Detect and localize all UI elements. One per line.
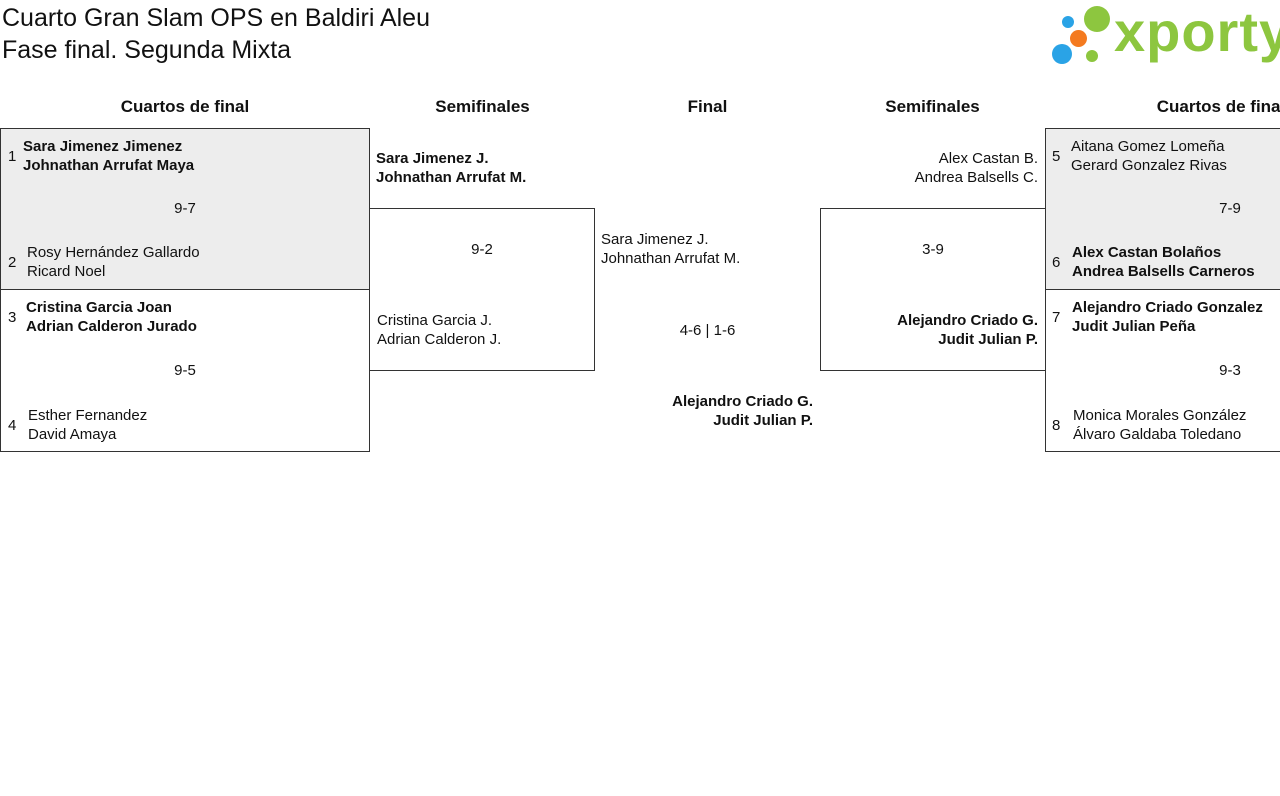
player-name: Judit Julian P. [938, 331, 1038, 348]
seed-number: 8 [1052, 417, 1061, 434]
page-subtitle: Fase final. Segunda Mixta [2, 36, 292, 64]
pair-qf4-bottom: Monica Morales González Álvaro Galdaba T… [1073, 406, 1246, 444]
match-box-sf-left: 9-2 Cristina Garcia J. Adrian Calderon J… [369, 208, 595, 371]
column-header-quarters-left: Cuartos de final [120, 97, 250, 116]
pair-qf1-top: Sara Jimenez Jimenez Johnathan Arrufat M… [23, 137, 194, 175]
player-name: Alex Castan B. [938, 150, 1038, 167]
player-name: David Amaya [28, 426, 117, 443]
logo-dot-green-small [1086, 50, 1098, 62]
pair-qf3-top: Aitana Gomez Lomeña Gerard Gonzalez Riva… [1071, 137, 1227, 175]
match-score: 9-5 [174, 362, 196, 379]
player-name: Alejandro Criado G. [897, 312, 1038, 329]
logo-dot-orange [1070, 30, 1087, 47]
player-name: Judit Julian Peña [1072, 318, 1196, 335]
pair-qf3-bottom: Alex Castan Bolaños Andrea Balsells Carn… [1072, 243, 1255, 281]
player-name: Esther Fernandez [28, 407, 148, 424]
match-score: 9-3 [1219, 362, 1241, 379]
logo-dot-blue-big [1052, 44, 1072, 64]
pair-qf2-top: Cristina Garcia Joan Adrian Calderon Jur… [26, 298, 197, 336]
match-score: 9-7 [174, 200, 196, 217]
player-name: Adrian Calderon J. [377, 331, 502, 348]
match-box-sf-right: 3-9 Alejandro Criado G. Judit Julian P. [820, 208, 1046, 371]
player-name: Cristina Garcia Joan [26, 299, 172, 316]
player-name: Johnathan Arrufat M. [601, 250, 741, 267]
pair-final-bottom: Alejandro Criado G. Judit Julian P. [595, 392, 813, 430]
logo-dot-green-big [1084, 6, 1110, 32]
match-box-qf1: 1 Sara Jimenez Jimenez Johnathan Arrufat… [0, 128, 370, 290]
match-box-qf4: 7 Alejandro Criado Gonzalez Judit Julian… [1045, 289, 1280, 452]
player-name: Rosy Hernández Gallardo [27, 244, 200, 261]
pair-sf-left-top: Sara Jimenez J. Johnathan Arrufat M. [376, 149, 526, 187]
column-header-final: Final [687, 97, 728, 116]
player-name: Gerard Gonzalez Rivas [1071, 157, 1227, 174]
column-header-quarters-right: Cuartos de final [1156, 97, 1280, 116]
column-header-semis-right: Semifinales [885, 97, 980, 116]
seed-number: 1 [8, 148, 17, 165]
pair-qf2-bottom: Esther Fernandez David Amaya [28, 406, 147, 444]
seed-number: 6 [1052, 254, 1061, 271]
pair-qf4-top: Alejandro Criado Gonzalez Judit Julian P… [1072, 298, 1263, 336]
match-box-qf3: 5 Aitana Gomez Lomeña Gerard Gonzalez Ri… [1045, 128, 1280, 290]
player-name: Alejandro Criado G. [672, 393, 813, 410]
seed-number: 3 [8, 309, 17, 326]
seed-number: 7 [1052, 309, 1061, 326]
logo-dot-blue-top [1062, 16, 1074, 28]
player-name: Alex Castan Bolaños [1072, 244, 1222, 261]
match-box-qf2: 3 Cristina Garcia Joan Adrian Calderon J… [0, 289, 370, 452]
player-name: Andrea Balsells Carneros [1072, 263, 1255, 280]
player-name: Sara Jimenez J. [376, 150, 489, 167]
player-name: Andrea Balsells C. [914, 169, 1038, 186]
column-header-semis-left: Semifinales [435, 97, 530, 116]
match-score: 9-2 [471, 241, 493, 258]
player-name: Monica Morales González [1073, 407, 1247, 424]
final-score: 4-6 | 1-6 [679, 322, 736, 339]
player-name: Johnathan Arrufat Maya [23, 157, 195, 174]
player-name: Adrian Calderon Jurado [26, 318, 197, 335]
pair-sf-right-top: Alex Castan B. Andrea Balsells C. [820, 149, 1038, 187]
seed-number: 4 [8, 417, 17, 434]
logo-text: xporty [1114, 0, 1280, 63]
player-name: Aitana Gomez Lomeña [1071, 138, 1225, 155]
page-title: Cuarto Gran Slam OPS en Baldiri Aleu [2, 4, 430, 32]
seed-number: 5 [1052, 148, 1061, 165]
player-name: Sara Jimenez J. [601, 231, 709, 248]
player-name: Ricard Noel [27, 263, 106, 280]
player-name: Sara Jimenez Jimenez [23, 138, 183, 155]
player-name: Johnathan Arrufat M. [376, 169, 527, 186]
xporty-logo: xporty [1050, 2, 1280, 68]
pair-sf-left-bottom: Cristina Garcia J. Adrian Calderon J. [377, 311, 501, 349]
player-name: Alejandro Criado Gonzalez [1072, 299, 1263, 316]
pair-sf-right-bottom: Alejandro Criado G. Judit Julian P. [821, 311, 1038, 349]
player-name: Cristina Garcia J. [377, 312, 493, 329]
pair-final-top: Sara Jimenez J. Johnathan Arrufat M. [601, 230, 740, 268]
player-name: Álvaro Galdaba Toledano [1073, 426, 1242, 443]
match-score: 3-9 [922, 241, 944, 258]
pair-qf1-bottom: Rosy Hernández Gallardo Ricard Noel [27, 243, 200, 281]
match-score: 7-9 [1219, 200, 1241, 217]
player-name: Judit Julian P. [713, 412, 813, 429]
seed-number: 2 [8, 254, 17, 271]
